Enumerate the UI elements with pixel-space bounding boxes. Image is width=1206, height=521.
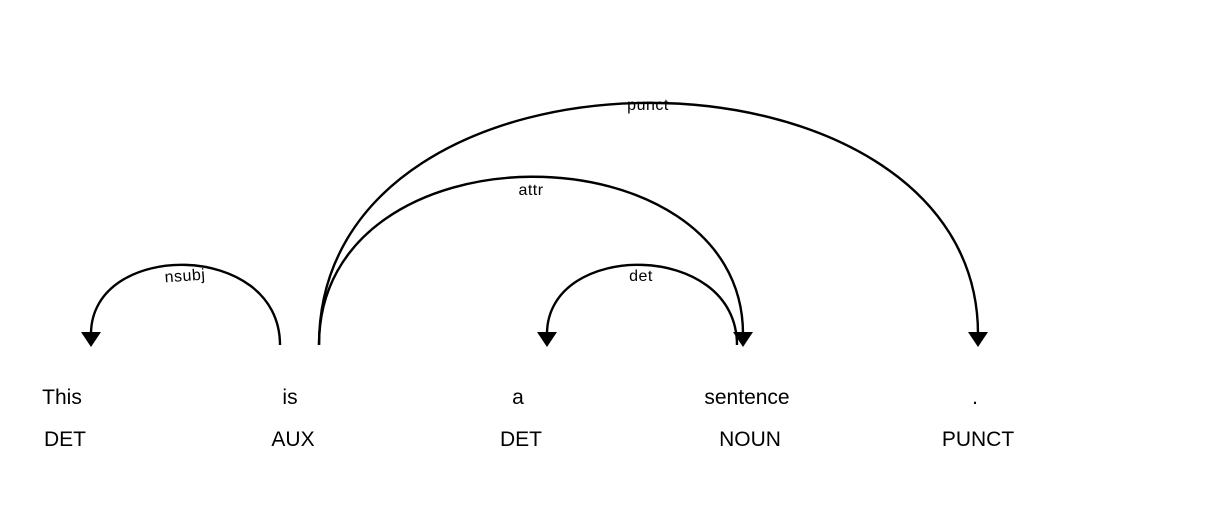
arc-punct: punct <box>317 97 988 347</box>
token-tag: PUNCT <box>942 428 1015 451</box>
arc-det-path <box>545 263 739 346</box>
arc-det: det <box>537 263 739 347</box>
token-tag: NOUN <box>719 428 781 451</box>
arc-attr: attr <box>317 175 753 347</box>
arc-punct-arrowhead <box>968 332 988 347</box>
arc-det-arrowhead <box>537 332 557 347</box>
arc-nsubj-label: nsubj <box>164 267 206 287</box>
token-1: is AUX <box>271 386 314 451</box>
arc-punct-path <box>317 101 980 346</box>
token-3: sentence NOUN <box>704 386 789 451</box>
token-tag: DET <box>500 428 542 451</box>
token-word: a <box>512 386 524 409</box>
arc-nsubj-arrowhead <box>81 332 101 347</box>
token-tag: DET <box>44 428 86 451</box>
token-word: This <box>42 386 82 409</box>
arc-attr-path <box>317 175 745 346</box>
arc-punct-label: punct <box>627 97 669 114</box>
token-word: sentence <box>704 386 789 409</box>
token-word: is <box>282 386 297 409</box>
token-2: a DET <box>500 386 542 451</box>
token-0: This DET <box>42 386 86 451</box>
arc-attr-label: attr <box>518 182 543 199</box>
token-word: . <box>972 386 978 409</box>
arc-nsubj: nsubj <box>81 263 282 347</box>
arc-attr-arrowhead <box>733 332 753 347</box>
token-tag: AUX <box>271 428 314 451</box>
token-4: . PUNCT <box>942 386 1015 451</box>
arc-det-label: det <box>629 268 653 285</box>
arc-nsubj-path <box>89 263 282 346</box>
